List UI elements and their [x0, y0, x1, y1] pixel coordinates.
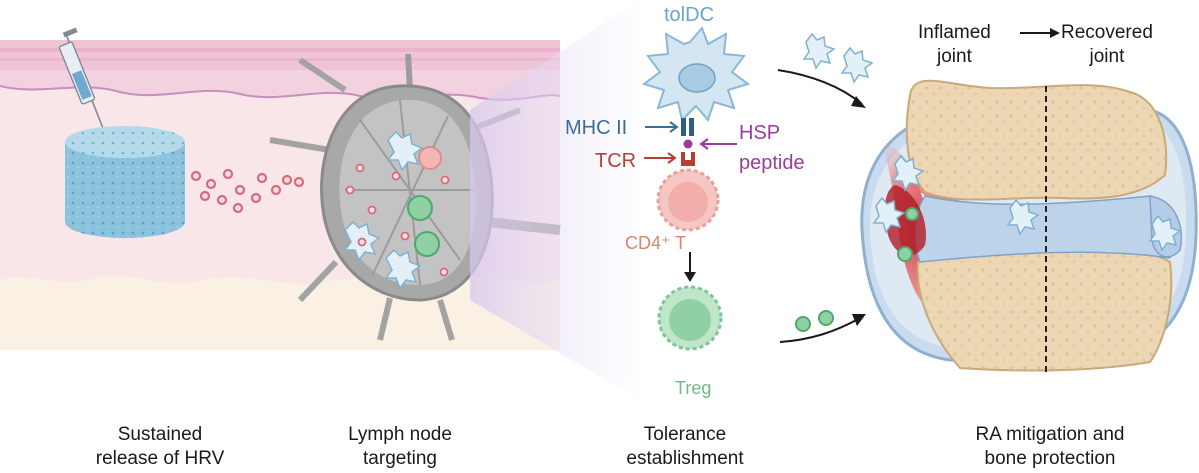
- caption-line: RA mitigation and: [975, 424, 1125, 445]
- caption-line: Lymph node: [348, 424, 452, 445]
- recovered-line1: Recovered: [1061, 22, 1153, 43]
- caption-line: Sustained: [117, 424, 203, 445]
- joint-illustration: [860, 79, 1198, 372]
- treg-label: Treg: [675, 378, 712, 398]
- cd4-t-cell-icon: [656, 168, 720, 232]
- treg-cell-icon: [657, 285, 723, 351]
- zoom-wedge: [470, 0, 640, 400]
- hsp-peptide-label: HSP peptide: [739, 118, 805, 178]
- cd4-label: CD4⁺ T: [625, 233, 687, 253]
- arrow-head-top: [851, 96, 866, 108]
- tcr-label: TCR: [595, 150, 637, 172]
- hsp-label-line2: peptide: [739, 152, 805, 174]
- down-arrow: [684, 252, 696, 282]
- caption-ra-mitigation: RA mitigation and bone protection: [930, 423, 1170, 471]
- caption-sustained-release: Sustained release of HRV: [55, 423, 265, 471]
- caption-line: release of HRV: [95, 448, 225, 469]
- inflamed-line2: joint: [937, 46, 972, 67]
- mhc-receptor-icon: [681, 118, 694, 136]
- mhc-label: MHC II: [565, 117, 628, 139]
- progress-arrow: [1020, 28, 1060, 38]
- arrow-markers: [644, 121, 737, 164]
- migration-arrows: [777, 69, 863, 343]
- hsp-label-line1: HSP: [739, 122, 781, 144]
- recovered-joint-label: Recovered joint: [1061, 21, 1153, 69]
- caption-line: bone protection: [984, 448, 1116, 469]
- caption-line: Tolerance: [643, 424, 727, 445]
- caption-lymph-node: Lymph node targeting: [300, 423, 500, 471]
- caption-line: establishment: [626, 448, 744, 469]
- hrv-particles: [190, 168, 305, 214]
- toldc-cell-icon: [641, 26, 751, 122]
- recovered-line2: joint: [1089, 46, 1125, 67]
- migrating-toldc-icons: [802, 32, 874, 84]
- arrow-head-bottom: [852, 314, 866, 326]
- tcr-receptor-icon: [681, 152, 695, 166]
- syringe-icon: [58, 27, 107, 137]
- caption-tolerance: Tolerance establishment: [585, 423, 785, 471]
- inflamed-line1: Inflamed: [918, 22, 991, 43]
- inflamed-joint-label: Inflamed joint: [918, 21, 991, 69]
- hydrogel-depot-icon: [65, 126, 185, 238]
- toldc-label: tolDC: [664, 4, 715, 26]
- migrating-treg-icons: [795, 310, 834, 332]
- caption-line: targeting: [363, 448, 437, 469]
- hsp-peptide-icon: [683, 139, 693, 149]
